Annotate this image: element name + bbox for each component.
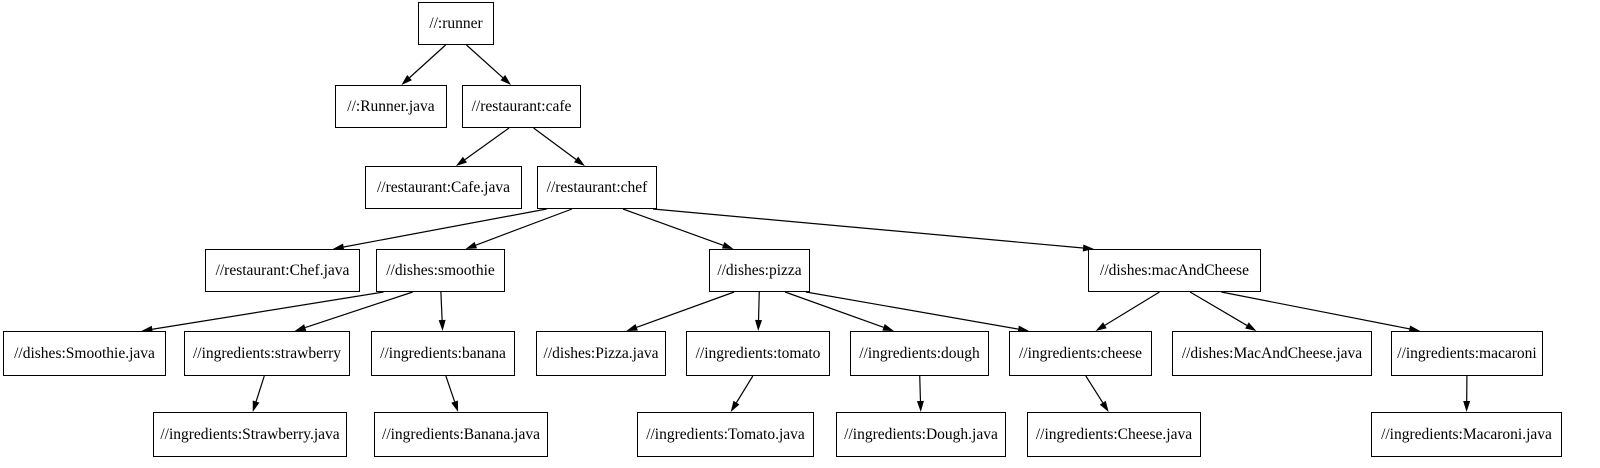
graph-node-ing-strawberry-java[interactable]: //ingredients:Strawberry.java [153,412,347,457]
graph-edge-dishes-smoothie-to-ing-strawberry [305,291,413,329]
graph-node-dishes-macandcheese[interactable]: //dishes:macAndCheese [1088,249,1261,292]
graph-edge-restaurant-chef-to-dishes-macandcheese [652,208,1084,249]
graph-edge-arrowhead [1099,400,1109,412]
graph-edge-restaurant-chef-to-restaurant-chef-java [343,208,547,248]
graph-edge-dishes-pizza-to-dishes-pizza-java [636,291,735,328]
graph-node-runner[interactable]: //:runner [418,2,494,45]
graph-node-ing-macaroni-java[interactable]: //ingredients:Macaroni.java [1371,412,1562,457]
graph-node-label: //dishes:smoothie [386,261,495,279]
graph-edge-arrowhead [1463,400,1471,412]
graph-edge-runner-to-runner-java [409,44,447,79]
graph-node-dishes-smoothie-java[interactable]: //dishes:Smoothie.java [3,331,166,376]
graph-edge-arrowhead [1017,325,1030,333]
graph-node-ing-strawberry[interactable]: //ingredients:strawberry [184,331,350,376]
graph-node-ing-banana-java[interactable]: //ingredients:Banana.java [374,412,548,457]
graph-edge-restaurant-chef-to-dishes-pizza [622,208,724,246]
graph-edge-arrowhead [332,243,345,251]
graph-node-label: //ingredients:Macaroni.java [1381,425,1552,443]
graph-edge-ing-tomato-to-ing-tomato-java [735,375,754,403]
graph-node-ing-tomato[interactable]: //ingredients:tomato [686,331,830,376]
graph-node-label: //ingredients:Banana.java [382,425,540,443]
graph-node-ing-cheese-java[interactable]: //ingredients:Cheese.java [1027,412,1201,457]
graph-node-ing-macaroni[interactable]: //ingredients:macaroni [1391,331,1543,376]
graph-node-ing-dough-java[interactable]: //ingredients:Dough.java [836,412,1006,457]
graph-edge-ing-cheese-to-ing-cheese-java [1085,375,1104,404]
graph-node-restaurant-cafe[interactable]: //restaurant:cafe [462,85,581,128]
graph-node-label: //:Runner.java [347,97,435,115]
graph-edge-dishes-macandcheese-to-dishes-mac-java [1189,291,1248,326]
graph-edge-restaurant-cafe-to-restaurant-chef [533,127,577,160]
graph-edge-arrowhead [294,324,307,331]
graph-node-label: //dishes:Pizza.java [543,344,659,362]
graph-node-label: //ingredients:dough [859,344,980,362]
graph-node-label: //restaurant:chef [546,178,648,196]
graph-edge-arrowhead [916,400,924,412]
graph-node-label: //restaurant:cafe [471,97,572,115]
graph-node-label: //:runner [429,14,483,32]
graph-edge-arrowhead [465,241,478,249]
graph-edge-arrowhead [401,75,412,85]
graph-node-restaurant-chef-java[interactable]: //restaurant:Chef.java [205,249,360,292]
graph-node-label: //dishes:pizza [717,261,802,279]
graph-edge-restaurant-cafe-to-restaurant-cafe-java [464,127,510,161]
graph-node-ing-cheese[interactable]: //ingredients:cheese [1009,331,1152,376]
graph-edge-dishes-smoothie-to-ing-banana [440,291,443,321]
graph-edge-ing-dough-to-ing-dough-java [919,375,922,402]
graph-edge-arrowhead [1082,244,1094,252]
graph-node-restaurant-chef[interactable]: //restaurant:chef [537,166,657,209]
graph-edge-dishes-macandcheese-to-ing-cheese [1104,291,1160,326]
graph-node-ing-banana[interactable]: //ingredients:banana [371,331,515,376]
graph-edge-dishes-pizza-to-ing-tomato [757,291,760,321]
graph-edge-ing-banana-to-ing-banana-java [445,375,456,402]
graph-edge-arrowhead [755,319,763,331]
graph-edge-dishes-pizza-to-ing-cheese [805,291,1019,330]
graph-node-label: //ingredients:tomato [695,344,821,362]
graph-node-label: //ingredients:Tomato.java [646,425,805,443]
graph-node-label: //ingredients:Dough.java [844,425,998,443]
graph-edge-ing-strawberry-to-ing-strawberry-java [255,375,265,402]
graph-node-label: //restaurant:Chef.java [215,261,350,279]
graph-edge-arrowhead [1245,322,1257,331]
graph-node-runner-java[interactable]: //:Runner.java [335,85,447,128]
graph-node-label: //dishes:macAndCheese [1100,261,1249,279]
graph-edge-arrowhead [455,156,467,166]
graph-node-dishes-smoothie[interactable]: //dishes:smoothie [376,249,505,292]
graph-edge-arrowhead [1408,325,1421,333]
graph-node-dishes-mac-java[interactable]: //dishes:MacAndCheese.java [1172,331,1372,376]
graph-node-label: //dishes:MacAndCheese.java [1181,344,1363,362]
graph-edge-arrowhead [1095,322,1107,331]
graph-edge-dishes-smoothie-to-dishes-smoothie-java [152,291,384,330]
graph-edge-arrowhead [730,400,740,412]
graph-edge-arrowhead [573,156,585,166]
graph-node-label: //ingredients:banana [380,344,506,362]
graph-edge-arrowhead [141,325,153,333]
graph-node-dishes-pizza[interactable]: //dishes:pizza [709,249,810,292]
graph-node-label: //ingredients:cheese [1018,344,1143,362]
graph-node-label: //ingredients:Cheese.java [1035,425,1193,443]
graph-node-restaurant-cafe-java[interactable]: //restaurant:Cafe.java [365,166,522,209]
graph-edge-runner-to-restaurant-cafe [466,44,504,79]
graph-node-label: //dishes:Smoothie.java [14,344,155,362]
graph-node-ing-dough[interactable]: //ingredients:dough [850,331,989,376]
graph-edge-arrowhead [721,241,734,249]
graph-edge-dishes-macandcheese-to-ing-macaroni [1221,291,1410,330]
graph-edge-dishes-pizza-to-ing-dough [784,291,884,328]
graph-edge-arrowhead [438,319,446,331]
graph-edge-arrowhead [882,323,894,331]
graph-node-label: //ingredients:macaroni [1397,344,1537,362]
graph-edge-arrowhead [500,75,512,85]
graph-edge-arrowhead [451,400,459,412]
graph-edge-arrowhead [626,323,638,331]
graph-node-label: //restaurant:Cafe.java [377,178,510,196]
graph-edge-arrowhead [252,400,260,412]
graph-node-ing-tomato-java[interactable]: //ingredients:Tomato.java [637,412,814,457]
graph-node-label: //ingredients:Strawberry.java [160,425,340,443]
graph-node-dishes-pizza-java[interactable]: //dishes:Pizza.java [536,331,666,376]
graph-edge-restaurant-chef-to-dishes-smoothie [475,208,573,246]
graph-node-label: //ingredients:strawberry [192,344,342,362]
